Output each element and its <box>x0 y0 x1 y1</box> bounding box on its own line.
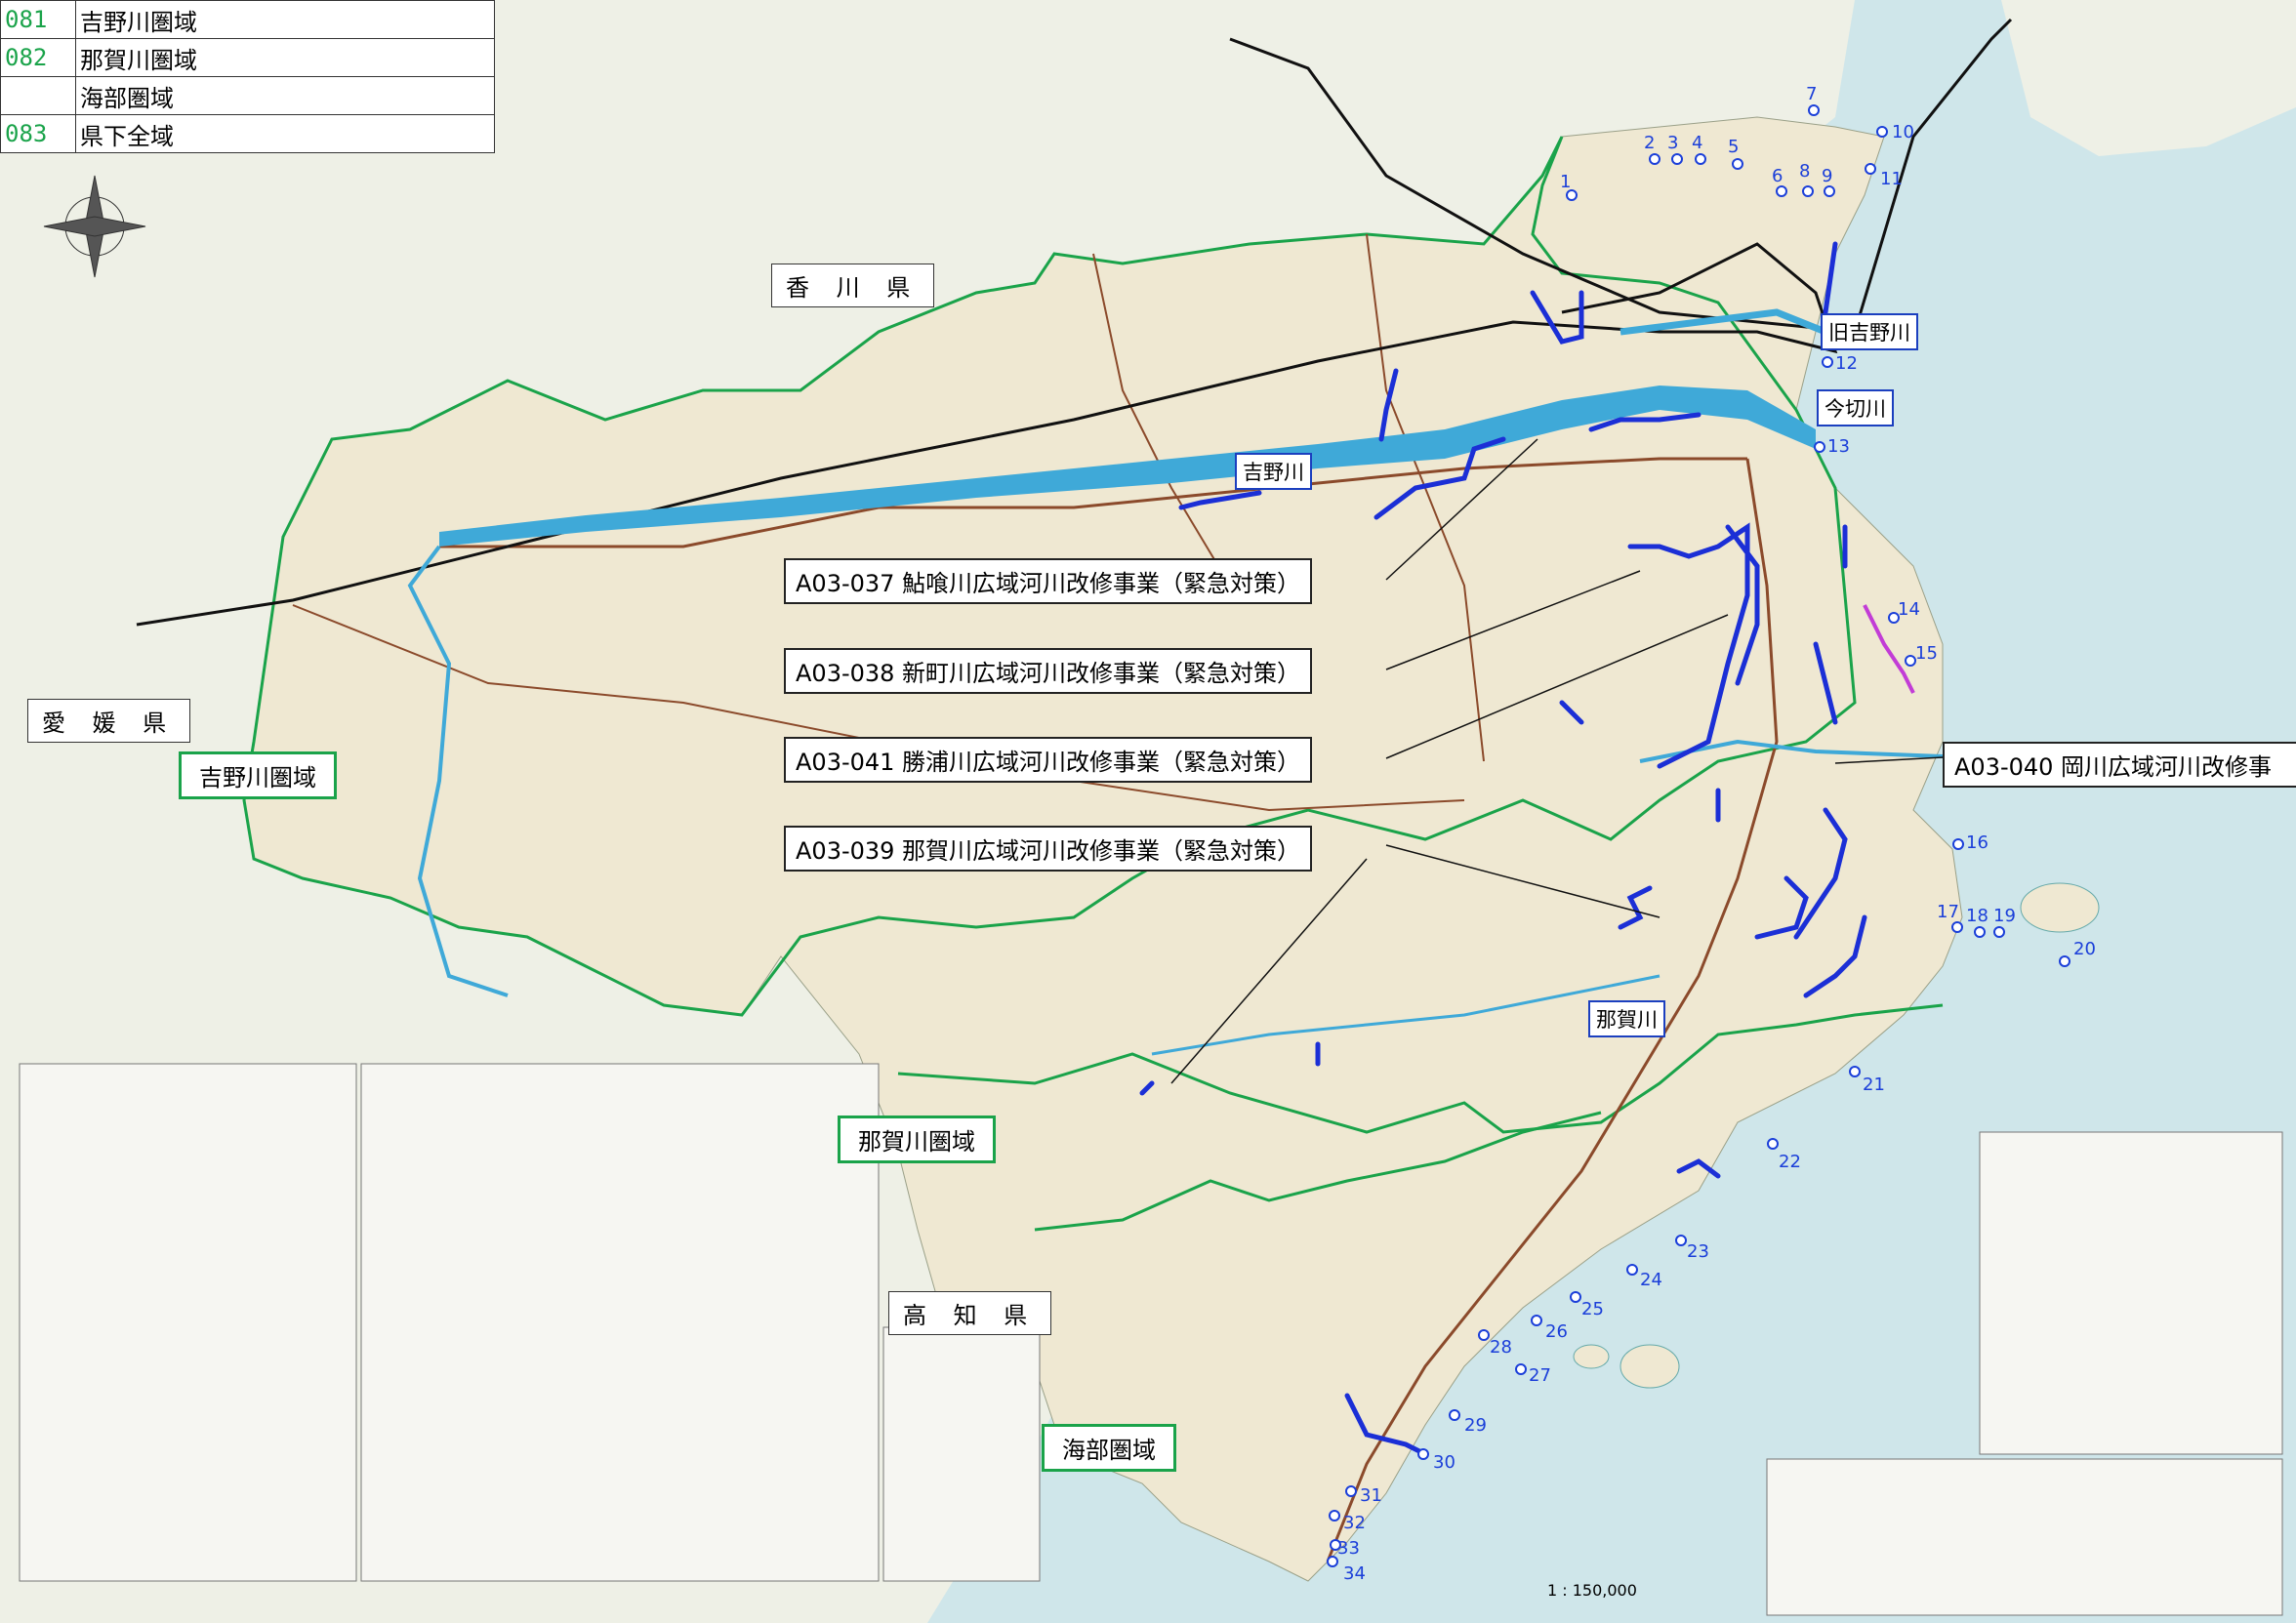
yoshino-region-boundary <box>242 136 1857 1017</box>
legend-name: 県下全域 <box>75 114 495 153</box>
region-label-kaifu: 海部圏域 <box>1042 1424 1176 1472</box>
point-label: 12 <box>1835 353 1858 374</box>
legend-code: 082 <box>0 38 76 77</box>
project-label-a03-039: A03-039 那賀川広域河川改修事業（緊急対策） <box>784 826 1313 872</box>
point-label: 32 <box>1343 1513 1366 1533</box>
point-label: 31 <box>1360 1485 1382 1506</box>
legend-code: 083 <box>0 114 76 153</box>
prefecture-label-kagawa: 香 川 県 <box>771 264 935 307</box>
region-label-naka: 那賀川圏域 <box>838 1116 996 1163</box>
legend-name: 吉野川圏域 <box>75 0 495 39</box>
point-label: 10 <box>1892 122 1914 142</box>
point-label: 21 <box>1863 1075 1885 1095</box>
point-label: 26 <box>1545 1321 1568 1342</box>
point-label: 2 <box>1644 133 1656 153</box>
river-label-naka: 那賀川 <box>1588 1000 1665 1037</box>
project-label-a03-037: A03-037 鮎喰川広域河川改修事業（緊急対策） <box>784 558 1313 604</box>
project-label-a03-038: A03-038 新町川広域河川改修事業（緊急対策） <box>784 648 1313 694</box>
legend-name: 那賀川圏域 <box>75 38 495 77</box>
river-label-yoshino: 吉野川 <box>1235 453 1312 490</box>
prefecture-label-ehime: 愛 媛 県 <box>27 699 191 743</box>
point-label: 30 <box>1433 1452 1456 1473</box>
point-label: 11 <box>1880 169 1903 189</box>
point-label: 8 <box>1799 161 1811 182</box>
coast-section <box>1863 604 1915 694</box>
point-label: 20 <box>2073 939 2096 959</box>
point-label: 1 <box>1560 172 1572 192</box>
point-label: 18 <box>1966 906 1988 926</box>
point-label: 16 <box>1966 832 1988 853</box>
awaji-island <box>2001 0 2296 156</box>
compass-rose <box>43 175 146 278</box>
project-label-a03-041: A03-041 勝浦川広域河川改修事業（緊急対策） <box>784 737 1313 783</box>
point-label: 7 <box>1806 84 1818 104</box>
scale-label: 1 : 150,000 <box>1547 1581 1637 1600</box>
point-label: 15 <box>1915 643 1938 664</box>
point-label: 14 <box>1898 599 1920 620</box>
point-label: 6 <box>1772 166 1784 186</box>
naka-region-boundary <box>897 1003 1944 1134</box>
point-label: 9 <box>1822 166 1833 186</box>
legend-code: 081 <box>0 0 76 39</box>
point-label: 29 <box>1464 1415 1487 1436</box>
expressway-north <box>1229 18 2013 334</box>
point-label: 3 <box>1667 133 1679 153</box>
point-label: 13 <box>1827 436 1850 457</box>
point-label: 25 <box>1581 1299 1604 1319</box>
point-label: 33 <box>1337 1538 1360 1559</box>
prefecture-label-kochi: 高 知 県 <box>888 1291 1052 1335</box>
legend-name: 海部圏域 <box>75 76 495 115</box>
project-label-a03-040: A03-040 岡川広域河川改修事 <box>1943 742 2296 788</box>
point-label: 34 <box>1343 1563 1366 1584</box>
point-label: 17 <box>1937 902 1959 922</box>
point-label: 23 <box>1687 1241 1709 1262</box>
point-label: 24 <box>1640 1270 1662 1290</box>
kaifu-region-boundary <box>1034 1111 1602 1232</box>
river-label-imagiri: 今切川 <box>1817 389 1894 426</box>
point-label: 5 <box>1728 137 1740 157</box>
point-label: 4 <box>1692 133 1703 153</box>
point-label: 22 <box>1779 1152 1801 1172</box>
yoshino-river <box>439 385 1816 547</box>
legend-code <box>0 76 76 115</box>
point-label: 27 <box>1529 1365 1551 1386</box>
point-label: 19 <box>1993 906 2016 926</box>
region-label-yoshino: 吉野川圏域 <box>179 751 337 799</box>
point-label: 28 <box>1490 1337 1512 1358</box>
legend-row: 海部圏域 <box>0 76 495 115</box>
river-label-kyu-yoshino: 旧吉野川 <box>1821 313 1918 350</box>
